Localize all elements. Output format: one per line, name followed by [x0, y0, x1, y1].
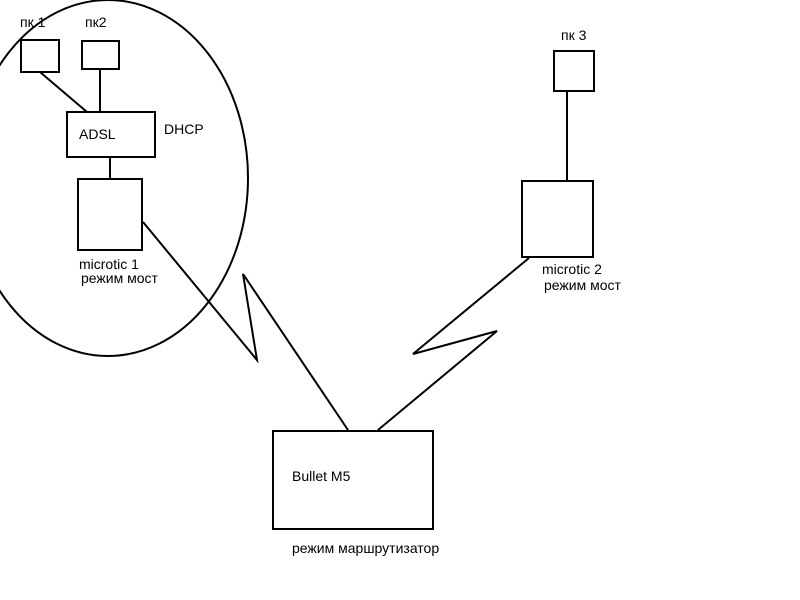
pc2-box	[81, 40, 120, 70]
bullet-m5-mode-label: режим маршрутизатор	[292, 540, 439, 556]
link-pc1-adsl	[39, 71, 88, 113]
pc3-label: пк 3	[561, 27, 587, 43]
microtic2-mode-label: режим мост	[544, 277, 622, 293]
pc3-box	[553, 50, 595, 92]
bullet-m5-box	[272, 430, 434, 530]
pc1-box	[20, 39, 60, 73]
adsl-label: ADSL	[79, 126, 116, 142]
wireless-link-microtic2-bullet	[377, 257, 530, 431]
dhcp-label: DHCP	[164, 121, 204, 137]
bullet-m5-label: Bullet M5	[292, 468, 351, 484]
wireless-link-microtic1-bullet	[142, 221, 349, 431]
microtic1-box	[77, 178, 143, 251]
adsl-modem-box	[66, 111, 156, 158]
microtic2-label: microtic 2	[542, 261, 602, 277]
microtic1-label: microtic 1	[79, 256, 139, 272]
microtic2-box	[521, 180, 594, 258]
pc2-label: пк2	[85, 14, 107, 30]
pc1-label: пк 1	[20, 14, 46, 30]
local-network-boundary	[0, 0, 249, 357]
microtic1-mode-label: режим мост	[81, 270, 159, 286]
